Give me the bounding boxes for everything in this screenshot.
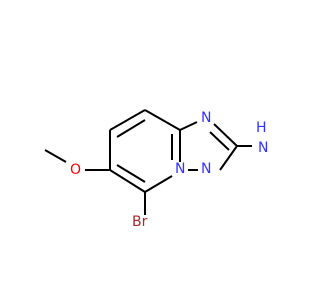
atom-n3: N <box>201 161 211 177</box>
bond-c7-c8 <box>144 109 181 131</box>
bond-n1-c2-double <box>209 131 230 151</box>
atom-bromine: Br <box>132 214 148 230</box>
bond-n1-c2 <box>213 123 238 147</box>
bond-c5-c6 <box>109 169 146 193</box>
atom-labels: N N N H N O Br <box>70 110 268 230</box>
bond-c2-n3 <box>219 145 238 171</box>
atom-oxygen: O <box>70 162 81 178</box>
atom-n1: N <box>201 110 211 126</box>
molecule-diagram: N N N H N O Br <box>44 109 268 230</box>
atom-amine-h: H <box>256 120 267 136</box>
bond-nbridge-c5 <box>144 175 173 193</box>
bond-c8-n1 <box>179 121 198 131</box>
bond-c5-c6-double <box>116 164 146 183</box>
bond-o-ch3 <box>44 149 67 163</box>
structure-svg: N N N H N O Br <box>44 109 268 230</box>
bond-c6-c7-double <box>116 119 146 138</box>
bonds <box>44 109 252 215</box>
bond-c6-c7 <box>109 109 146 131</box>
atom-n-bridge: N <box>175 161 185 177</box>
atom-amine-n: N <box>258 140 268 156</box>
